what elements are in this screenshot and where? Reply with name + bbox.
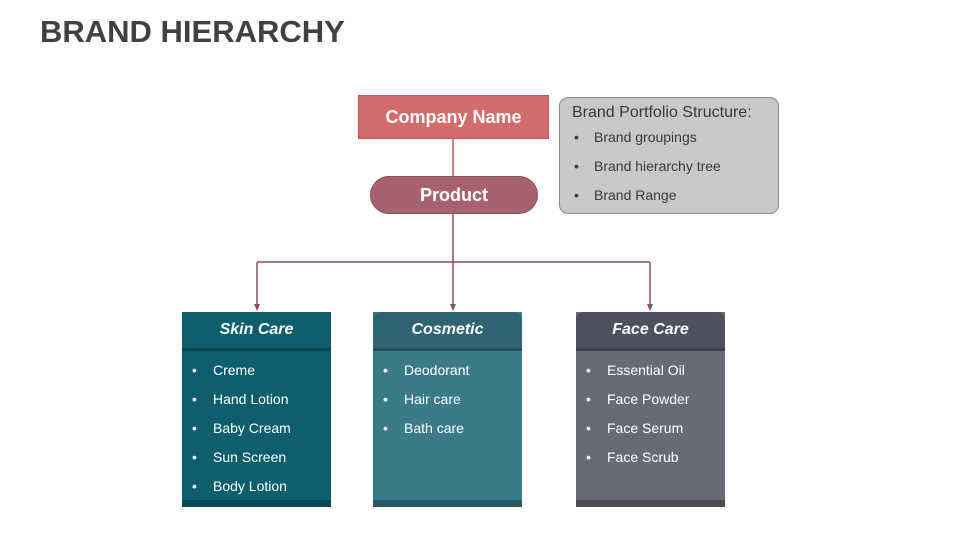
category-list: Deodorant Hair care Bath care — [373, 351, 522, 448]
portfolio-item: Brand groupings — [572, 128, 766, 157]
category-title: Face Care — [576, 312, 725, 348]
portfolio-list: Brand groupings Brand hierarchy tree Bra… — [572, 128, 766, 215]
product-pill: Product — [370, 176, 538, 214]
card-footer-band — [182, 500, 331, 507]
category-list: Creme Hand Lotion Baby Cream Sun Screen … — [182, 351, 331, 506]
category-title: Cosmetic — [373, 312, 522, 348]
category-card-skin-care: Skin Care Creme Hand Lotion Baby Cream S… — [182, 312, 331, 507]
list-item: Face Scrub — [586, 448, 725, 477]
list-item: Essential Oil — [586, 361, 725, 390]
list-item: Face Powder — [586, 390, 725, 419]
list-item: Hand Lotion — [192, 390, 331, 419]
category-title: Skin Care — [182, 312, 331, 348]
list-item: Face Serum — [586, 419, 725, 448]
list-item: Sun Screen — [192, 448, 331, 477]
company-name-box: Company Name — [358, 95, 549, 139]
page-title: BRAND HIERARCHY — [40, 14, 345, 49]
portfolio-item: Brand Range — [572, 186, 766, 215]
card-divider — [576, 348, 725, 351]
category-list: Essential Oil Face Powder Face Serum Fac… — [576, 351, 725, 477]
category-card-cosmetic: Cosmetic Deodorant Hair care Bath care — [373, 312, 522, 507]
category-card-face-care: Face Care Essential Oil Face Powder Face… — [576, 312, 725, 507]
list-item: Creme — [192, 361, 331, 390]
card-footer-band — [576, 500, 725, 507]
card-divider — [182, 348, 331, 351]
portfolio-structure-box: Brand Portfolio Structure: Brand groupin… — [559, 97, 779, 214]
list-item: Baby Cream — [192, 419, 331, 448]
list-item: Body Lotion — [192, 477, 331, 506]
portfolio-item: Brand hierarchy tree — [572, 157, 766, 186]
card-divider — [373, 348, 522, 351]
list-item: Deodorant — [383, 361, 522, 390]
list-item: Hair care — [383, 390, 522, 419]
card-footer-band — [373, 500, 522, 507]
portfolio-title: Brand Portfolio Structure: — [572, 104, 752, 121]
list-item: Bath care — [383, 419, 522, 448]
